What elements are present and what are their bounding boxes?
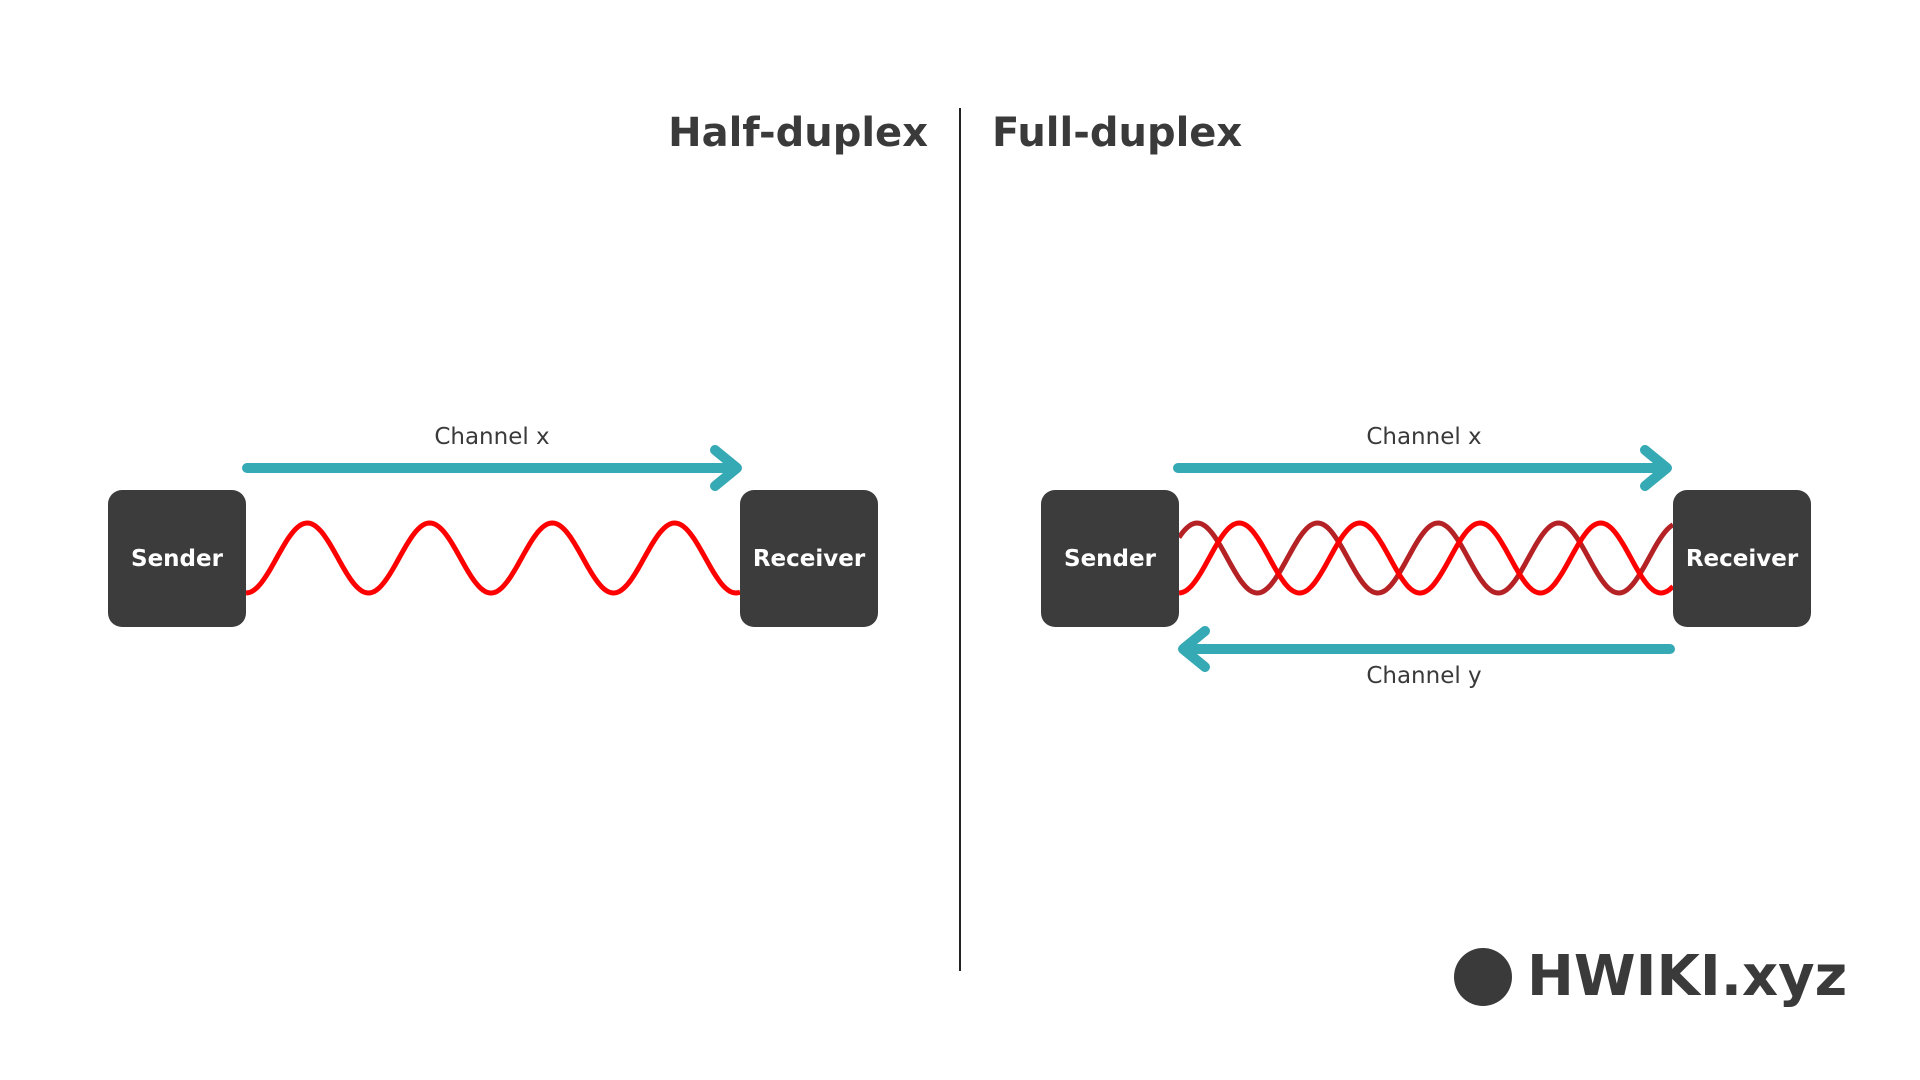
half-sender-box: Sender (108, 490, 246, 627)
full-signal-wave-y (1176, 520, 1675, 596)
logo: HWIKI.xyz (1454, 944, 1847, 1009)
full-channel-x-label: Channel x (1366, 424, 1482, 450)
half-channel-x-arrow (242, 445, 742, 491)
half-duplex-title: Half-duplex (668, 110, 928, 156)
full-channel-x-arrow (1173, 445, 1672, 491)
logo-text: HWIKI.xyz (1527, 944, 1848, 1009)
full-receiver-box: Receiver (1673, 490, 1811, 627)
full-sender-box: Sender (1041, 490, 1179, 627)
half-channel-x-label: Channel x (434, 424, 550, 450)
half-signal-wave (245, 520, 741, 596)
full-channel-y-arrow (1178, 626, 1675, 672)
full-duplex-title: Full-duplex (992, 110, 1243, 156)
full-signal-wave-x (1178, 520, 1675, 596)
half-receiver-box: Receiver (740, 490, 878, 627)
logo-dot-icon (1454, 947, 1512, 1006)
full-channel-y-label: Channel y (1366, 663, 1482, 689)
